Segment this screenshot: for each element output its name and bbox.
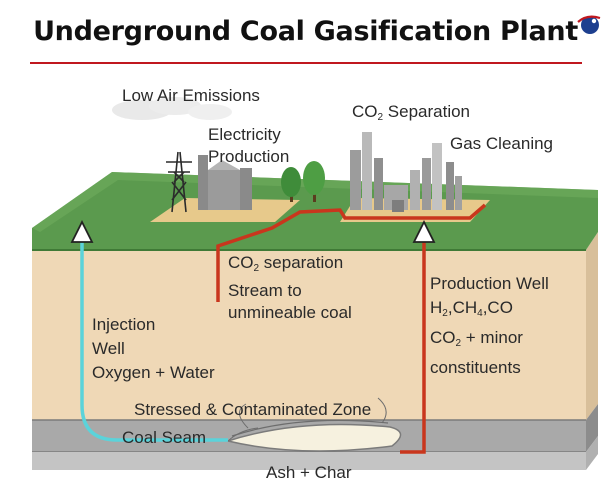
production-constituents: constituents [430, 358, 521, 377]
co2-return-pipe [216, 203, 487, 302]
gasification-cavity [225, 397, 402, 452]
processing-towers [350, 132, 462, 212]
production-well-pipe [400, 240, 426, 454]
injection-well-pipe [80, 240, 228, 442]
co2-stream-line3: unmineable coal [228, 303, 352, 322]
co2-separation-label: CO2 Separation [352, 102, 471, 123]
production-co2: CO2 + minor [430, 328, 523, 349]
co2-stream-line2: Stream to [228, 281, 302, 300]
injection-well-label: Injection Well Oxygen + Water [92, 313, 215, 385]
injection-line3: Oxygen + Water [92, 363, 215, 382]
production-gases: H2,CH4,CO [430, 298, 513, 319]
emission-cloud [112, 97, 232, 120]
transmission-tower-icon [166, 151, 192, 213]
stressed-zone-label: Stressed & Contaminated Zone [134, 400, 372, 419]
low-air-emissions-label: Low Air Emissions [122, 86, 260, 105]
page-title: Underground Coal Gasification Plant [33, 16, 578, 47]
production-arrow-icon [412, 219, 436, 243]
gas-cleaning-label: Gas Cleaning [450, 134, 554, 153]
electricity-line2: Production [208, 147, 290, 166]
soil-front-face [32, 250, 586, 420]
production-well-title: Production Well [430, 274, 549, 293]
injection-line2: Well [92, 339, 125, 358]
co2-stream-label: CO2 separation Stream to unmineable coal [228, 253, 352, 322]
soil-side-face [586, 232, 598, 420]
injection-arrow-icon [70, 219, 94, 243]
power-plant-building [198, 155, 252, 210]
coal-seam-label: Coal Seam [122, 428, 207, 447]
injection-line1: Injection [92, 315, 156, 334]
electricity-production-label: Electricity Production [208, 124, 289, 168]
ash-char-label: Ash + Char [266, 463, 352, 482]
electricity-line1: Electricity [208, 125, 281, 144]
production-well-label: Production Well H2,CH4,CO CO2 + minor co… [430, 272, 549, 380]
trees-icon [281, 161, 325, 202]
brand-logo-icon [577, 15, 601, 34]
title-divider [30, 62, 582, 64]
